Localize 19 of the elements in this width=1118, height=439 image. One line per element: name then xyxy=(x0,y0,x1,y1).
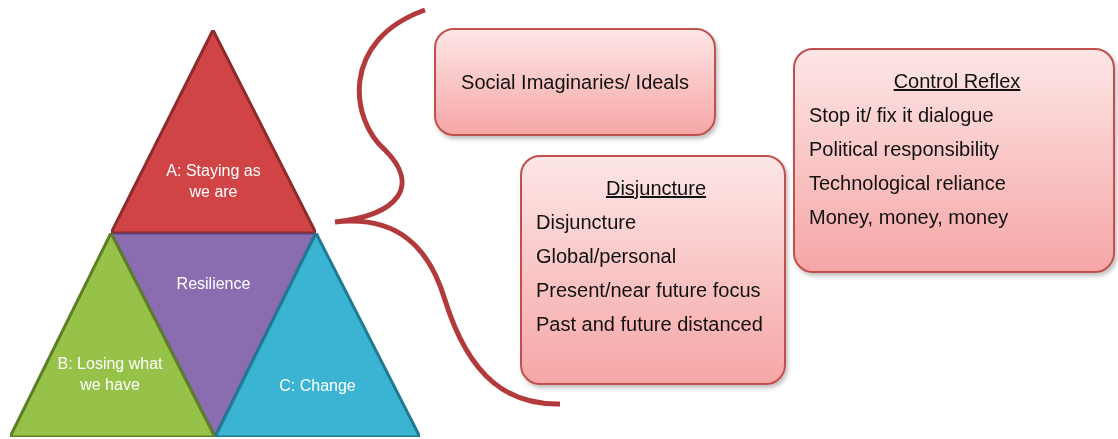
rounded-box xyxy=(520,155,786,385)
box-text: Social Imaginaries/ Ideals xyxy=(460,70,690,95)
segment-label: B: Losing what we have xyxy=(56,354,164,395)
list-item: Disjuncture xyxy=(536,210,637,235)
segment-label: A: Staying as we are xyxy=(165,161,262,202)
rounded-box xyxy=(793,48,1115,273)
rounded-box xyxy=(434,28,716,136)
segment-label: C: Change xyxy=(278,376,357,396)
list-item: Present/near future focus xyxy=(536,278,761,303)
list-item: Past and future distanced xyxy=(536,312,763,337)
triangle-segment xyxy=(111,30,316,233)
list-item: Global/personal xyxy=(536,244,677,269)
list-item: Political responsibility xyxy=(809,137,1000,162)
box-heading: Control Reflex xyxy=(893,69,1021,94)
list-item: Money, money, money xyxy=(809,205,1009,230)
segment-label: Resilience xyxy=(175,274,252,294)
list-item: Stop it/ fix it dialogue xyxy=(809,103,994,128)
list-item: Technological reliance xyxy=(809,171,1006,196)
box-heading: Disjuncture xyxy=(605,176,706,201)
